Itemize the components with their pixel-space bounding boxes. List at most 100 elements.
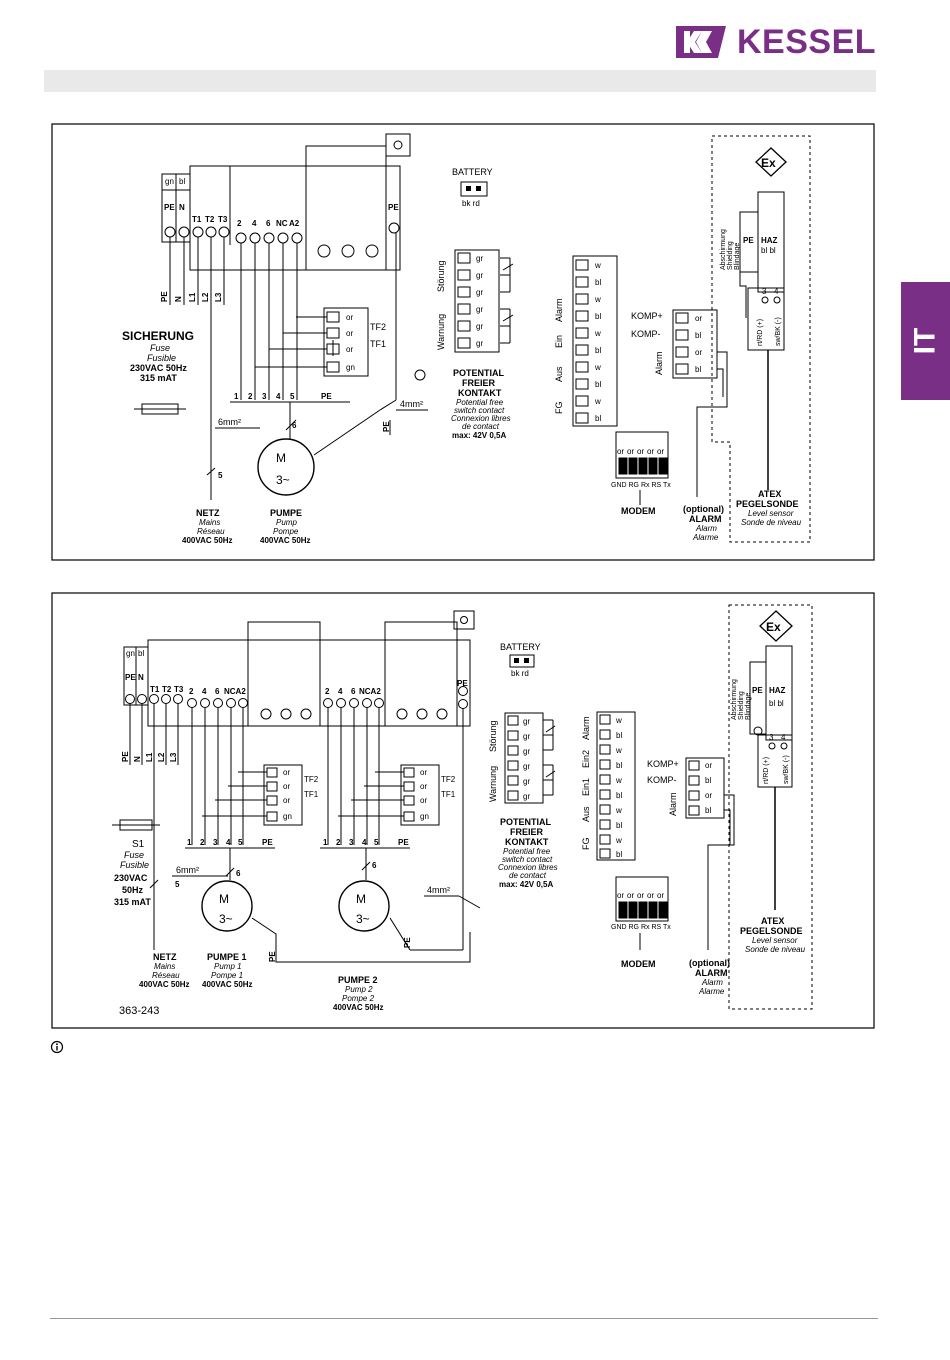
d2-cable-4mm: 4mm² [427, 885, 450, 895]
pumpe1-title: PUMPE 1 [207, 952, 247, 962]
d2-relay-pin-5: gr [523, 777, 530, 786]
d2-m1-term-4: 4 [226, 838, 231, 847]
terminal-t1: T1 [192, 215, 202, 224]
potential-title-3: KONTAKT [458, 388, 502, 398]
d2-potential-max: max: 42V 0,5A [499, 880, 553, 889]
relay-pin-5: gr [476, 322, 483, 331]
motor-m: M [276, 451, 286, 465]
modem-pin-labels: GND RG Rx RS Tx [611, 482, 671, 489]
atex-haz: HAZ [761, 236, 778, 245]
potential-title-2: FREIER [462, 378, 496, 388]
cable-6mm: 6mm² [218, 417, 241, 427]
terminal-pe-right: PE [388, 203, 399, 212]
d2-battery-pins: bk rd [511, 669, 529, 678]
d2-tf-b-tf2: TF2 [441, 775, 456, 784]
d2-m2-term-3: 3 [349, 838, 354, 847]
group-ein: Ein [554, 335, 564, 348]
fuse-voltage: 230VAC 50Hz [130, 363, 187, 373]
d2-m2-term-4: 4 [362, 838, 367, 847]
d2-komp-plus: KOMP+ [647, 759, 679, 769]
tf-pin-gn: gn [346, 363, 355, 372]
d2-modem-pin-5: or [657, 891, 664, 900]
d2-fuse-fr: Fusible [120, 860, 149, 870]
input-pin-9: w [594, 397, 601, 406]
d2-tf-b-gn: gn [420, 812, 429, 821]
atex-en: Level sensor [748, 509, 794, 518]
d2-komp-pin-4: bl [705, 806, 711, 815]
d2-m1-term-pe: PE [262, 838, 273, 847]
komp-pin-2: bl [695, 331, 701, 340]
d2-atex-en: Level sensor [752, 936, 798, 945]
potential-title-1: POTENTIAL [453, 368, 505, 378]
motor-term-2: 2 [248, 392, 253, 401]
d2-tf-a-tf1: TF1 [304, 790, 319, 799]
d2-atex-haz: HAZ [769, 686, 786, 695]
d2-m2-term-5: 5 [374, 838, 379, 847]
d2-group-aus: Aus [581, 806, 591, 822]
pe-label: PE [382, 421, 391, 432]
alarm-optional: (optional) [683, 504, 724, 514]
input-pin-8: bl [595, 380, 601, 389]
d2-group-ein1: Ein1 [581, 778, 591, 796]
d2-komp-pin-2: bl [705, 776, 711, 785]
pumpe2-en: Pump 2 [345, 985, 373, 994]
d2-input-pin-8: bl [616, 821, 622, 830]
motor-phase: 3~ [276, 473, 290, 487]
d2-netz-en: Mains [154, 962, 175, 971]
relay-pin-3: gr [476, 288, 483, 297]
d2-fuse-voltage: 230VAC [114, 873, 148, 883]
netz-voltage: 400VAC 50Hz [182, 536, 233, 545]
d2-input-pin-3: w [615, 746, 622, 755]
netz-en: Mains [199, 518, 220, 527]
d2-input-pin-1: w [615, 716, 622, 725]
d2-atex-fr: Sonde de niveau [745, 945, 806, 954]
d2-modem-pin-2: or [627, 891, 634, 900]
atex-shield-fr: Blindage [734, 243, 741, 270]
terminal-n: N [179, 203, 185, 212]
fuse-fr: Fusible [147, 353, 176, 363]
tf-pin-or-1: or [346, 313, 353, 322]
d2-input-pin-10: bl [616, 850, 622, 859]
d2-battery-label: BATTERY [500, 642, 541, 652]
pumpe-voltage: 400VAC 50Hz [260, 536, 311, 545]
d2-terminal-t1: T1 [150, 685, 160, 694]
group-fg: FG [554, 402, 564, 415]
wire-n: N [174, 296, 183, 302]
d2-stoerung-label: Störung [488, 720, 498, 752]
potential-fr: Connexion libres [451, 414, 511, 423]
wire-l2: L2 [201, 292, 210, 302]
modem-pin-3: or [637, 447, 644, 456]
d2-potential-title-3: KONTAKT [505, 837, 549, 847]
d2-atex-shield-de: Abschirmung [731, 679, 738, 720]
kessel-logo-icon [676, 26, 726, 58]
motor-term-1: 1 [234, 392, 239, 401]
d2-motor1-phase: 3~ [219, 912, 233, 926]
d2-netz-title: NETZ [153, 952, 177, 962]
d2-potential-title-1: POTENTIAL [500, 817, 552, 827]
battery-pins: bk rd [462, 199, 480, 208]
d2-potential-fr: Connexion libres [498, 863, 558, 872]
pumpe1-en: Pump 1 [214, 962, 242, 971]
d2-fuse-en: Fuse [124, 850, 144, 860]
d2-modem-pin-labels: GND RG Rx RS Tx [611, 924, 671, 931]
diagram-2: gn bl PE N T1 T2 T3 2 4 6 NCA2 2 4 6 NCA… [51, 592, 875, 1029]
d2-alarm-fr: Alarme [698, 987, 725, 996]
d2-wire-n: N [133, 756, 142, 762]
input-pin-5: w [594, 329, 601, 338]
d2-tf-a-or-1: or [283, 768, 290, 777]
header-bar [44, 70, 876, 92]
terminal-bl: bl [179, 177, 185, 186]
brand-name: KESSEL [737, 23, 877, 61]
d2-terminal-2b: 2 [325, 687, 330, 696]
wire-count-6: 6 [292, 421, 297, 430]
d2-motor1-m: M [219, 892, 229, 906]
d2-input-pin-5: w [615, 776, 622, 785]
d2-terminal-bl: bl [138, 649, 144, 658]
input-pin-4: bl [595, 312, 601, 321]
d2-atex-shield-fr: Blindage [745, 693, 752, 720]
komp-pin-1: or [695, 314, 702, 323]
motor-term-4: 4 [276, 392, 281, 401]
d2-netz-fr: Réseau [152, 971, 180, 980]
d2-group-alarm: Alarm [581, 716, 591, 740]
wire-count-5: 5 [218, 471, 223, 480]
